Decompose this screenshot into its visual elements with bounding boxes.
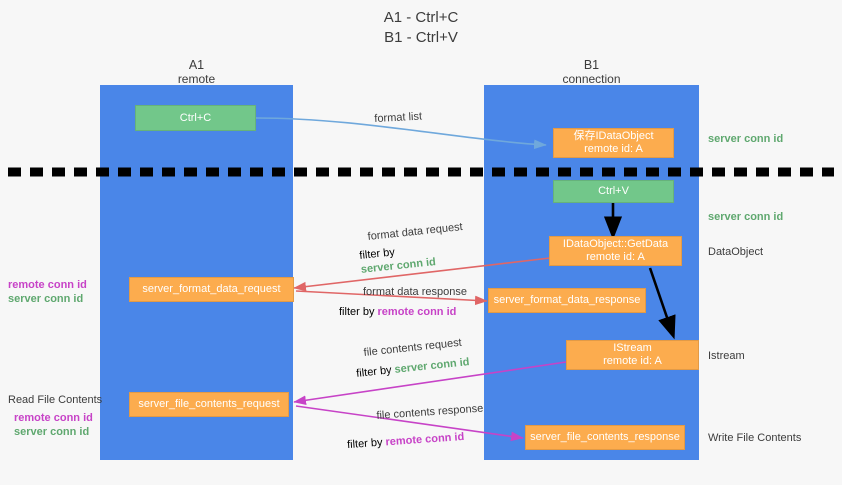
annotation-server-conn-id-left-mid: server conn id [8,293,84,305]
annotation-read-file-contents: Read File Contents [8,394,103,406]
node-server-format-data-response[interactable]: server_format_data_response [488,288,646,313]
annotation-write-file-contents: Write File Contents [708,432,802,444]
filter-prefix-4: filter by [346,436,386,452]
node-getdata[interactable]: IDataObject::GetData remote id: A [549,236,682,266]
annotation-dataobject: DataObject [708,246,764,258]
filter-value-3: server conn id [393,356,471,376]
filter-prefix-3: filter by [355,363,396,380]
node-istream-line1: IStream [613,342,652,354]
column-a1-subtitle: remote [177,72,216,86]
node-save-idataobject-line2: remote id: A [584,143,643,155]
node-istream[interactable]: IStream remote id: A [566,340,699,370]
node-server-file-contents-response[interactable]: server_file_contents_response [525,425,685,450]
node-getdata-line1: IDataObject::GetData [562,238,669,250]
annotation-istream: Istream [708,350,745,362]
column-a1-name: A1 [188,58,205,72]
filter-value-2: remote conn id [377,306,457,318]
column-b1-subtitle: connection [562,72,621,86]
node-getdata-line2: remote id: A [586,251,645,263]
node-server-format-data-request-label: server_format_data_request [142,283,281,295]
column-b1-name: B1 [583,58,600,72]
filter-prefix-2: filter by [339,306,378,318]
node-server-file-contents-request[interactable]: server_file_contents_request [129,392,289,417]
node-server-file-contents-response-label: server_file_contents_response [530,431,680,443]
filter-value-4: remote conn id [385,430,465,449]
node-save-idataobject-line1: 保存IDataObject [573,130,654,142]
column-header-a1: A1 remote [100,58,293,86]
edge-label-file-contents-response-filter: filter by remote conn id [347,430,465,452]
edge-label-format-data-request: format data request [367,221,464,243]
node-ctrl-v[interactable]: Ctrl+V [553,180,674,203]
edge-label-file-contents-response: file contents response [376,402,484,422]
node-save-idataobject[interactable]: 保存IDataObject remote id: A [553,128,674,158]
annotation-server-conn-id-left-bottom: server conn id [14,426,90,438]
edge-label-format-data-request-filter: filter by server conn id [359,241,437,277]
column-header-b1: B1 connection [484,58,699,86]
node-server-format-data-response-label: server_format_data_response [493,294,641,306]
node-server-format-data-request[interactable]: server_format_data_request [129,277,294,302]
edge-label-format-list: format list [374,110,423,125]
node-server-file-contents-request-label: server_file_contents_request [138,398,280,410]
annotation-server-conn-id-top: server conn id [708,133,784,145]
annotation-server-conn-id-mid: server conn id [708,211,784,223]
edge-label-format-data-response: format data response [363,286,467,298]
node-ctrl-v-label: Ctrl+V [598,185,629,197]
node-istream-line2: remote id: A [603,355,662,367]
annotation-remote-conn-id-mid: remote conn id [8,279,87,291]
node-ctrl-c-label: Ctrl+C [179,111,212,124]
annotation-conn-ids-mid: remote conn id server conn id [8,278,87,306]
title-line-2: B1 - Ctrl+V [384,29,458,46]
node-ctrl-c[interactable]: Ctrl+C [135,105,256,131]
page-title: A1 - Ctrl+C B1 - Ctrl+V [0,8,842,48]
annotation-remote-conn-id-bottom: remote conn id [14,412,93,424]
title-line-1: A1 - Ctrl+C [383,9,459,26]
annotation-conn-ids-bottom: remote conn id server conn id [14,411,93,439]
edge-label-format-data-response-filter: filter by remote conn id [339,305,456,319]
